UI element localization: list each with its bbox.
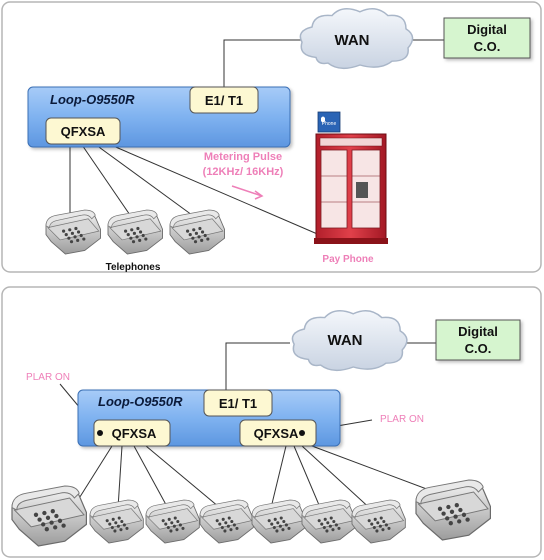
plar-left-label: PLAR ON (26, 372, 70, 383)
qfxsa-left-port: QFXSA (93, 419, 171, 447)
e1t1-label: E1/ T1 (205, 93, 243, 108)
e1t1-port: E1/ T1 (203, 389, 273, 417)
loop-device: Loop-O9550R E1/ T1 QFXSA (27, 86, 291, 148)
digital-co-line2: C.O. (474, 39, 501, 54)
digital-co-line2: C.O. (465, 341, 492, 356)
digital-co-box: Digital C.O. (435, 319, 521, 361)
top-connection-lines (69, 39, 444, 237)
qfxsa-port: QFXSA (45, 117, 121, 145)
metering-arrow-icon (231, 185, 264, 200)
qfxsa-left-label: QFXSA (112, 426, 157, 441)
wan-label: WAN (335, 32, 370, 49)
top-panel: WAN Digital C.O. Loop-O9550R E1/ T1 QFXS… (1, 1, 542, 273)
e1t1-port: E1/ T1 (189, 86, 259, 114)
e1t1-label: E1/ T1 (219, 396, 257, 411)
digital-co-box: Digital C.O. (443, 17, 531, 59)
wan-label: WAN (328, 332, 363, 349)
qfxsa-label: QFXSA (61, 124, 106, 139)
payphone-booth-icon: Phone (314, 111, 388, 244)
device-title: Loop-O9550R (50, 92, 135, 107)
qfxsa-right-port: QFXSA (239, 419, 317, 447)
metering-frequency-label: (12KHz/ 16KHz) (203, 166, 284, 178)
payphone-label: Pay Phone (322, 254, 374, 265)
plar-right-dot (299, 430, 305, 436)
plar-left-dot (97, 430, 103, 436)
digital-co-line1: Digital (458, 324, 498, 339)
loop-device: Loop-O9550R E1/ T1 QFXSA QFXSA (77, 389, 341, 447)
digital-co-line1: Digital (467, 22, 507, 37)
plar-right-label: PLAR ON (380, 414, 424, 425)
booth-sign-label: Phone (322, 121, 337, 127)
bottom-panel: WAN Digital C.O. Loop-O9550R E1/ T1 QFXS… (1, 286, 542, 558)
device-title: Loop-O9550R (98, 394, 183, 409)
telephones-label: Telephones (106, 262, 161, 273)
qfxsa-right-label: QFXSA (254, 426, 299, 441)
metering-pulse-label: Metering Pulse (204, 151, 282, 163)
